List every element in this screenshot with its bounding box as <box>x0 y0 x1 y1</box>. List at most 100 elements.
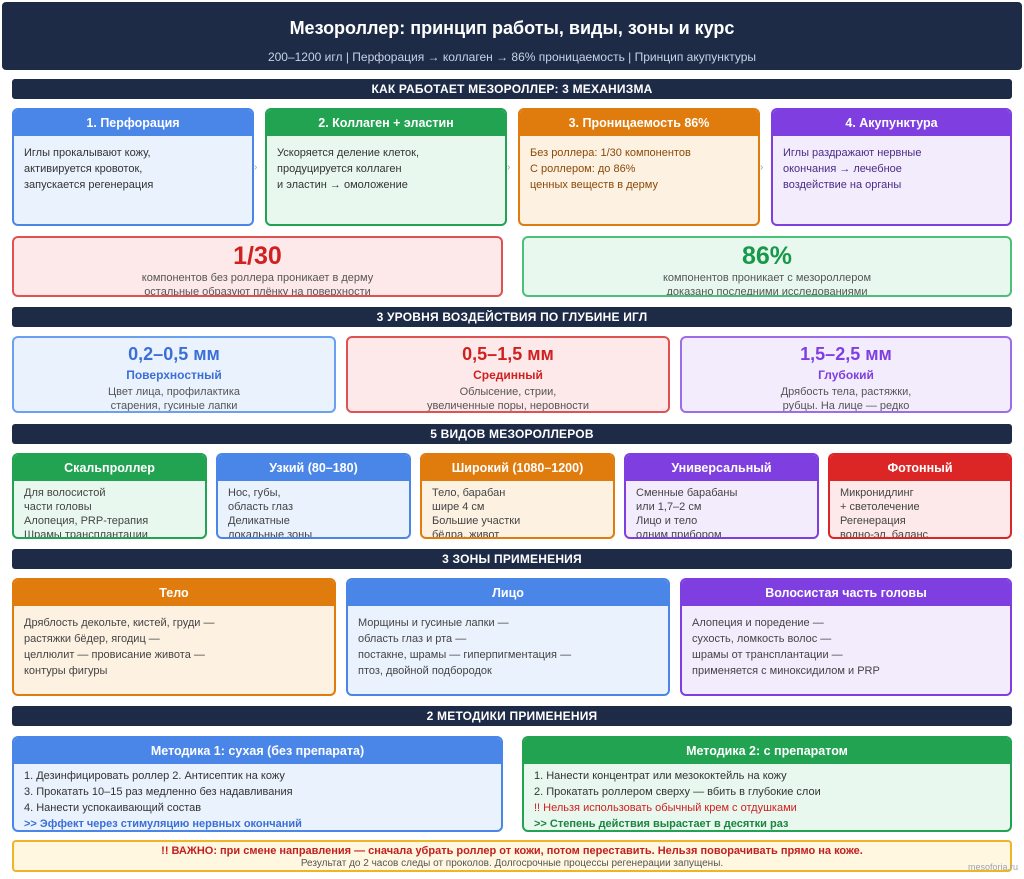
method-step: 1. Нанести концентрат или мезококтейль н… <box>534 770 787 782</box>
type-line: + светолечение <box>840 501 920 513</box>
type-line: Сменные барабаны <box>636 487 738 499</box>
depth-desc: Облысение, стрии, <box>459 386 557 398</box>
type-card-wide: Широкий (1080–1200) Тело, барабан шире 4… <box>420 453 615 539</box>
type-line: водно-эл. баланс <box>840 529 929 539</box>
site-watermark: mesoforia.ru <box>967 862 1018 872</box>
depth-card-medium: 0,5–1,5 мм Срединный Облысение, стрии, у… <box>346 336 670 413</box>
page-subtitle: 200–1200 игл | Перфорация → коллаген → 8… <box>267 50 757 64</box>
section-mechanisms-title: КАК РАБОТАЕТ МЕЗОРОЛЛЕР: 3 МЕХАНИЗМА <box>12 79 1012 99</box>
method-step: 3. Прокатать 10–15 раз медленно без нада… <box>24 786 293 798</box>
depth-card-superficial: 0,2–0,5 мм Поверхностный Цвет лица, проф… <box>12 336 336 413</box>
stat-line: компонентов проникает с мезороллером <box>662 272 872 284</box>
warning-main-text: !! ВАЖНО: при смене направления — сначал… <box>161 845 863 857</box>
mechanism-line: активируется кровоток, <box>24 163 143 175</box>
stat-value: 1/30 <box>233 242 282 270</box>
mechanism-line: Иглы прокалывают кожу, <box>24 147 151 159</box>
mechanism-line: воздействие на органы <box>783 179 902 191</box>
depth-desc: старения, гусиные лапки <box>110 400 238 412</box>
depth-range: 1,5–2,5 мм <box>800 344 892 364</box>
type-title: Фотонный <box>830 455 1010 481</box>
zone-card-body: Тело Дряблость декольте, кистей, груди —… <box>12 578 336 696</box>
type-title: Скальпроллер <box>14 455 205 481</box>
mechanism-line: С роллером: до 86% <box>530 163 636 175</box>
method-step: 4. Нанести успокаивающий состав <box>24 802 202 814</box>
depth-range: 0,5–1,5 мм <box>462 344 554 364</box>
type-card-universal: Универсальный Сменные барабаны или 1,7–2… <box>624 453 819 539</box>
method-card-with-preparation: Методика 2: с препаратом 1. Нанести конц… <box>522 736 1012 832</box>
method-title: Методика 1: сухая (без препарата) <box>14 738 501 764</box>
stat-line: компонентов без роллера проникает в дерм… <box>141 272 374 284</box>
type-line: Регенерация <box>840 515 906 527</box>
type-line: Тело, барабан <box>432 487 506 499</box>
mechanism-title: 2. Коллаген + эластин <box>267 110 505 136</box>
type-line: шире 4 см <box>432 501 485 513</box>
mechanism-line: продуцируется коллаген <box>277 163 402 175</box>
type-line: область глаз <box>228 501 294 513</box>
type-card-photon: Фотонный Микронидлинг + светолечение Рег… <box>828 453 1012 539</box>
depth-desc: Дрябость тела, растяжки, <box>780 386 912 398</box>
depth-card-deep: 1,5–2,5 мм Глубокий Дрябость тела, растя… <box>680 336 1012 413</box>
important-warning-box: !! ВАЖНО: при смене направления — сначал… <box>12 840 1012 872</box>
type-title: Универсальный <box>626 455 817 481</box>
stat-card-with-roller: 86% компонентов проникает с мезороллером… <box>522 236 1012 297</box>
zone-line: контуры фигуры <box>24 665 108 677</box>
depth-desc: Цвет лица, профилактика <box>107 386 240 398</box>
type-title: Широкий (1080–1200) <box>422 455 613 481</box>
type-line: Деликатные <box>228 515 290 527</box>
zone-line: сухость, ломкость волос — <box>692 633 832 645</box>
section-types-title: 5 ВИДОВ МЕЗОРОЛЛЕРОВ <box>12 424 1012 444</box>
method-note: >> Эффект через стимуляцию нервных оконч… <box>24 818 302 830</box>
type-line: одним прибором <box>636 529 722 539</box>
zone-title: Лицо <box>348 580 668 606</box>
depth-desc: рубцы. На лице — редко <box>782 400 910 412</box>
type-line: Для волосистой <box>24 487 106 499</box>
mechanism-card-permeability: 3. Проницаемость 86% Без роллера: 1/30 к… <box>518 108 760 226</box>
type-line: бёдра, живот <box>432 529 500 539</box>
section-methods-title: 2 МЕТОДИКИ ПРИМЕНЕНИЯ <box>12 706 1012 726</box>
zone-line: Дряблость декольте, кистей, груди — <box>24 617 215 629</box>
type-line: Большие участки <box>432 515 521 527</box>
method-warning: !! Нельзя использовать обычный крем с от… <box>534 802 797 814</box>
method-note: >> Степень действия вырастает в десятки … <box>534 818 789 830</box>
mechanism-line: Без роллера: 1/30 компонентов <box>530 147 691 159</box>
zone-line: целлюлит — провисание живота — <box>24 649 205 661</box>
depth-level: Глубокий <box>818 368 874 382</box>
mechanism-card-acupuncture: 4. Акупунктура Иглы раздражают нервные о… <box>771 108 1012 226</box>
zone-title: Тело <box>14 580 334 606</box>
mechanism-line: Иглы раздражают нервные <box>783 147 922 159</box>
method-step: 2. Прокатать роллером сверху — вбить в г… <box>534 786 821 798</box>
stat-card-without-roller: 1/30 компонентов без роллера проникает в… <box>12 236 503 297</box>
mechanism-card-collagen: 2. Коллаген + эластин Ускоряется деление… <box>265 108 507 226</box>
mechanism-line: запускается регенерация <box>24 179 154 191</box>
stat-line: остальные образуют плёнку на поверхности <box>144 286 371 297</box>
arrow-right-icon: › <box>507 162 511 173</box>
depth-level: Поверхностный <box>126 368 222 382</box>
zone-card-face: Лицо Морщины и гусиные лапки — область г… <box>346 578 670 696</box>
arrow-right-icon: › <box>760 162 764 173</box>
stat-line: доказано последними исследованиями <box>666 286 868 297</box>
depth-range: 0,2–0,5 мм <box>128 344 220 364</box>
type-line: части головы <box>24 501 92 513</box>
type-card-narrow: Узкий (80–180) Нос, губы, область глаз Д… <box>216 453 411 539</box>
type-title: Узкий (80–180) <box>218 455 409 481</box>
mechanism-title: 1. Перфорация <box>14 110 252 136</box>
page-title: Мезороллер: принцип работы, виды, зоны и… <box>289 18 735 38</box>
type-line: Шрамы трансплантации <box>24 529 148 539</box>
zone-line: шрамы от трансплантации — <box>692 649 843 661</box>
zone-card-scalp: Волосистая часть головы Алопеция и поред… <box>680 578 1012 696</box>
section-depths-title: 3 УРОВНЯ ВОЗДЕЙСТВИЯ ПО ГЛУБИНЕ ИГЛ <box>12 307 1012 327</box>
type-line: Нос, губы, <box>228 487 281 499</box>
type-card-scalp: Скальпроллер Для волосистой части головы… <box>12 453 207 539</box>
stat-value: 86% <box>741 242 793 270</box>
mechanism-line: Ускоряется деление клеток, <box>277 147 420 159</box>
method-step: 1. Дезинфицировать роллер 2. Антисептик … <box>24 770 285 782</box>
zone-title: Волосистая часть головы <box>682 580 1010 606</box>
zone-line: Морщины и гусиные лапки — <box>358 617 509 629</box>
zone-line: растяжки бёдер, ягодиц — <box>24 633 160 645</box>
type-line: или 1,7–2 см <box>636 501 702 513</box>
mechanism-title: 4. Акупунктура <box>773 110 1010 136</box>
mechanism-line: окончания → лечебное <box>783 163 902 175</box>
type-line: Лицо и тело <box>636 515 698 527</box>
zone-line: птоз, двойной подбородок <box>358 665 492 677</box>
depth-desc: увеличенные поры, неровности <box>427 400 589 412</box>
